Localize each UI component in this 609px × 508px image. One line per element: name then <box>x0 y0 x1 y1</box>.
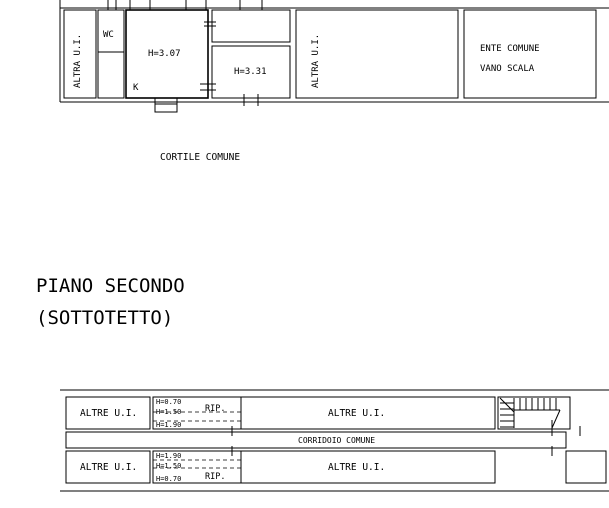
door-marks <box>107 0 263 113</box>
cortile-comune-label: CORTILE COMUNE <box>160 152 240 163</box>
second-floor-plan: ALTRE U.I. H=0.70 H=1.50 H=1.90 RIP. ALT… <box>60 389 609 492</box>
altre-ui-top-center-label: ALTRE U.I. <box>328 408 385 419</box>
wc-label: WC <box>103 30 114 40</box>
bottom-height-3: H=0.70 <box>156 475 181 483</box>
bottom-right-room <box>565 450 607 484</box>
stair-room <box>463 9 597 99</box>
altra-ui-left-room <box>63 9 97 99</box>
altra-ui-middle-room <box>295 9 459 99</box>
stair-room <box>497 396 571 430</box>
altre-ui-bottom-center-room <box>240 450 496 484</box>
ente-comune-label: ENTE COMUNE <box>480 44 540 54</box>
altre-ui-top-center-room <box>240 396 496 430</box>
altre-ui-top-left-room <box>65 396 151 430</box>
right-upper-room <box>211 9 291 43</box>
top-height-1: H=0.70 <box>156 398 181 406</box>
altre-ui-bottom-center-label: ALTRE U.I. <box>328 462 385 473</box>
vano-scala-label: VANO SCALA <box>480 64 535 74</box>
altre-ui-bottom-left-label: ALTRE U.I. <box>80 462 137 473</box>
entrance-step <box>154 97 178 113</box>
right-room-height: H=3.31 <box>234 67 267 77</box>
altre-ui-bottom-left-room <box>65 450 151 484</box>
top-rip-label: RIP. <box>205 404 225 414</box>
altra-ui-left-label: ALTRA U.I. <box>73 34 83 88</box>
altra-ui-middle-label: ALTRA U.I. <box>311 34 321 88</box>
wc-room <box>97 9 125 99</box>
bottom-height-2: H=1.50 <box>156 462 181 470</box>
right-lower-room <box>211 45 291 99</box>
main-room-height: H=3.07 <box>148 49 181 59</box>
corridor <box>65 431 567 449</box>
corridoio-label: CORRIDOIO COMUNE <box>298 436 375 445</box>
kitchen-label: K <box>133 83 139 93</box>
floor-subtitle: (SOTTOTETTO) <box>36 307 173 329</box>
top-height-3: H=1.90 <box>156 421 181 429</box>
ground-floor-plan: ALTRA U.I. WC H=3.07 H=3.31 K ALTRA U.I.… <box>59 0 609 163</box>
bottom-height-1: H=1.90 <box>156 452 181 460</box>
stair-treads <box>499 397 561 436</box>
bottom-rip-label: RIP. <box>205 472 225 482</box>
altre-ui-top-left-label: ALTRE U.I. <box>80 408 137 419</box>
top-height-2: H=1.50 <box>156 408 181 416</box>
floor-title: PIANO SECONDO <box>36 275 185 297</box>
